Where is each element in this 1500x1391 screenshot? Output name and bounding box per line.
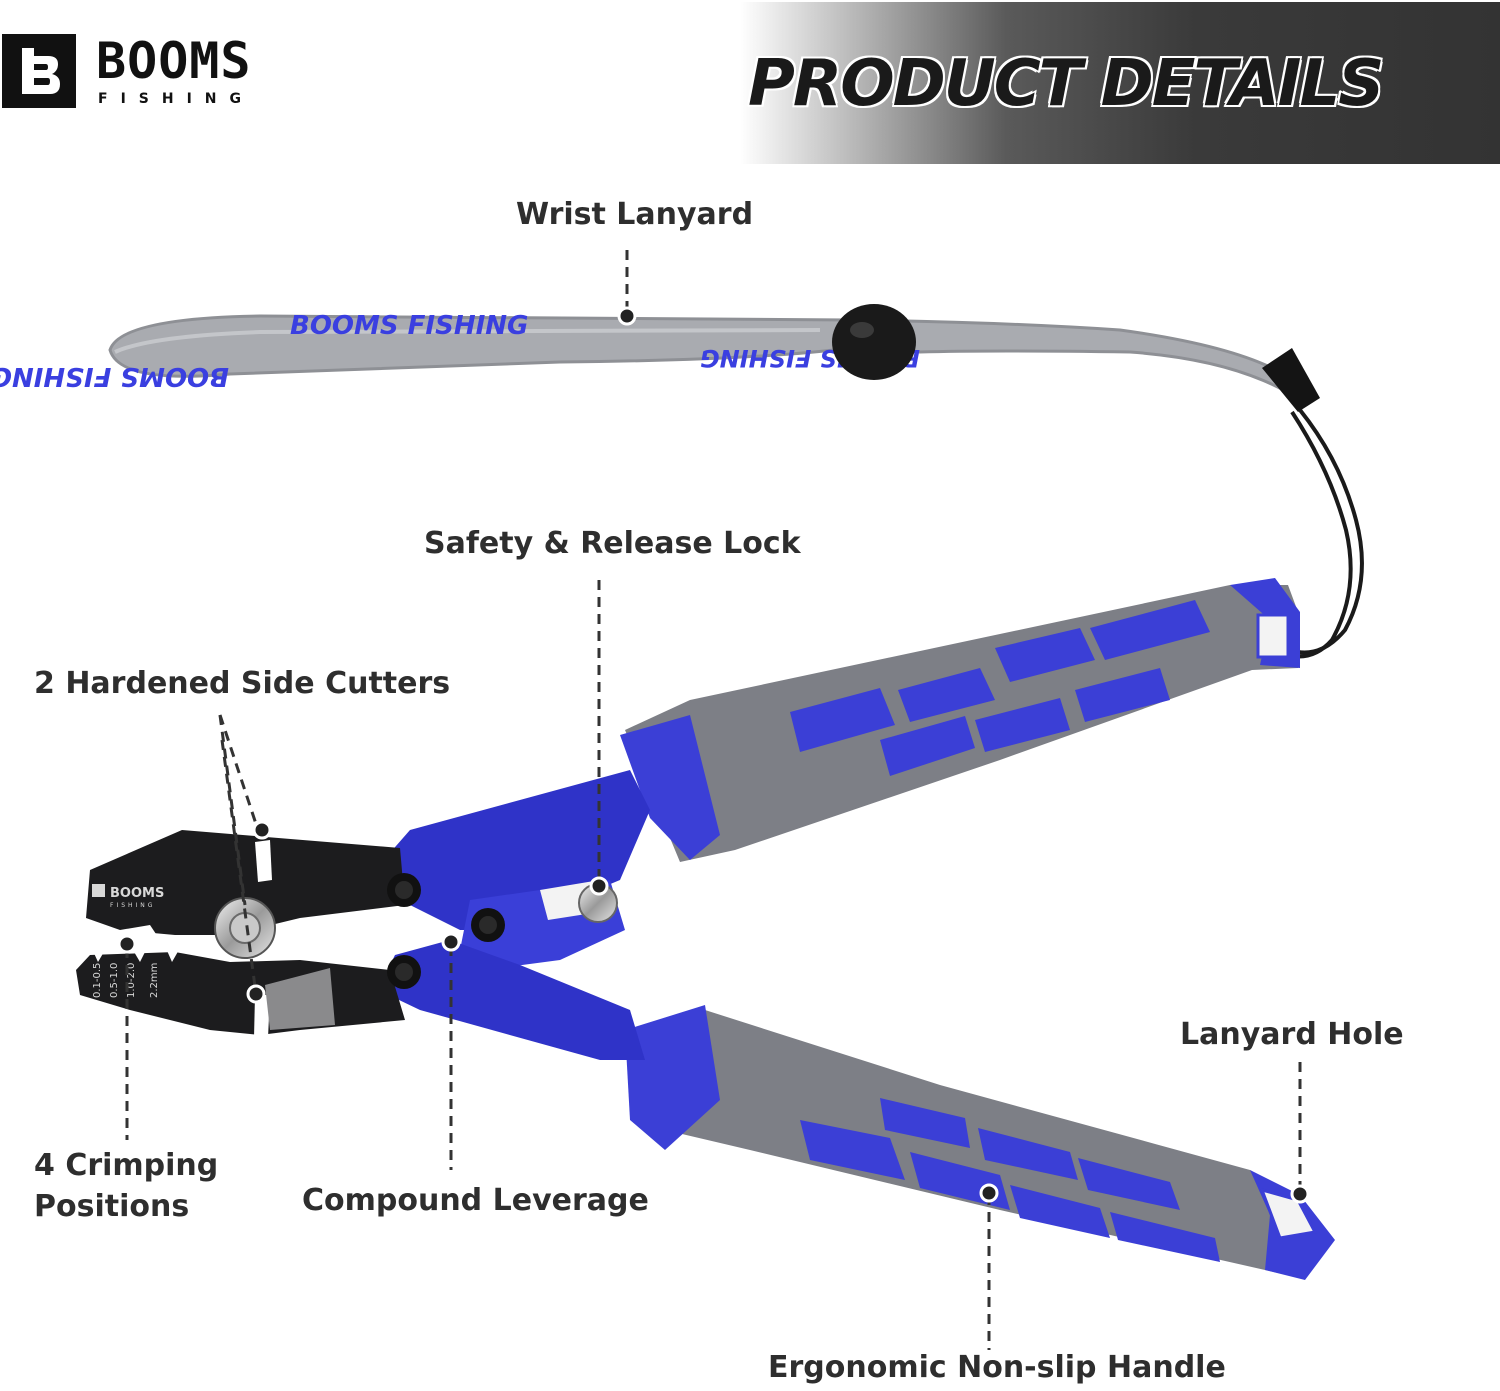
lanyard-slider-bead [832, 304, 916, 380]
tool-brand-icon [92, 884, 105, 897]
callout-crimping-line2: Positions [34, 1189, 190, 1224]
crimp-size-4: 2.2mm [149, 963, 160, 998]
tool-brand-print: BOOMS [110, 886, 164, 901]
crimp-size-2: 0.5-1.0 [109, 963, 120, 998]
page-title: PRODUCT DETAILS [746, 47, 1385, 121]
brand-subtitle: FISHING [98, 91, 254, 107]
lanyard-print-bottom: BOOMS FISHING [0, 361, 229, 391]
crimp-size-3: 1.0-2.0 [126, 963, 137, 998]
callout-wrist-lanyard: Wrist Lanyard [516, 197, 754, 232]
callout-leaders [125, 250, 1302, 1350]
tool-brand-print-sub: FISHING [110, 902, 155, 909]
callout-safety-lock: Safety & Release Lock [424, 526, 801, 561]
callout-crimping-line1: 4 Crimping [34, 1148, 219, 1183]
brand-logo-icon [2, 34, 76, 108]
header-band [740, 2, 1500, 164]
crimp-size-1: 0.1-0.5 [92, 963, 103, 998]
callout-compound-leverage: Compound Leverage [302, 1183, 649, 1218]
upper-handle [620, 578, 1300, 862]
brand-name: BOOMS [96, 32, 252, 90]
callout-lanyard-hole: Lanyard Hole [1180, 1017, 1404, 1052]
lanyard-print-top: BOOMS FISHING [290, 311, 528, 341]
wrist-lanyard: BOOMS FISHING BOOMS FISHING BOOMS FISHIN… [0, 304, 1364, 659]
crimping-jaws: BOOMS FISHING 0.1-0.5 0.5-1.0 1.0-2.0 2.… [76, 830, 405, 1038]
rivets [387, 873, 618, 989]
lower-handle [625, 1005, 1335, 1280]
callout-handle: Ergonomic Non-slip Handle [768, 1350, 1226, 1385]
callout-side-cutters: 2 Hardened Side Cutters [34, 666, 451, 701]
callout-dots [117, 306, 1310, 1204]
